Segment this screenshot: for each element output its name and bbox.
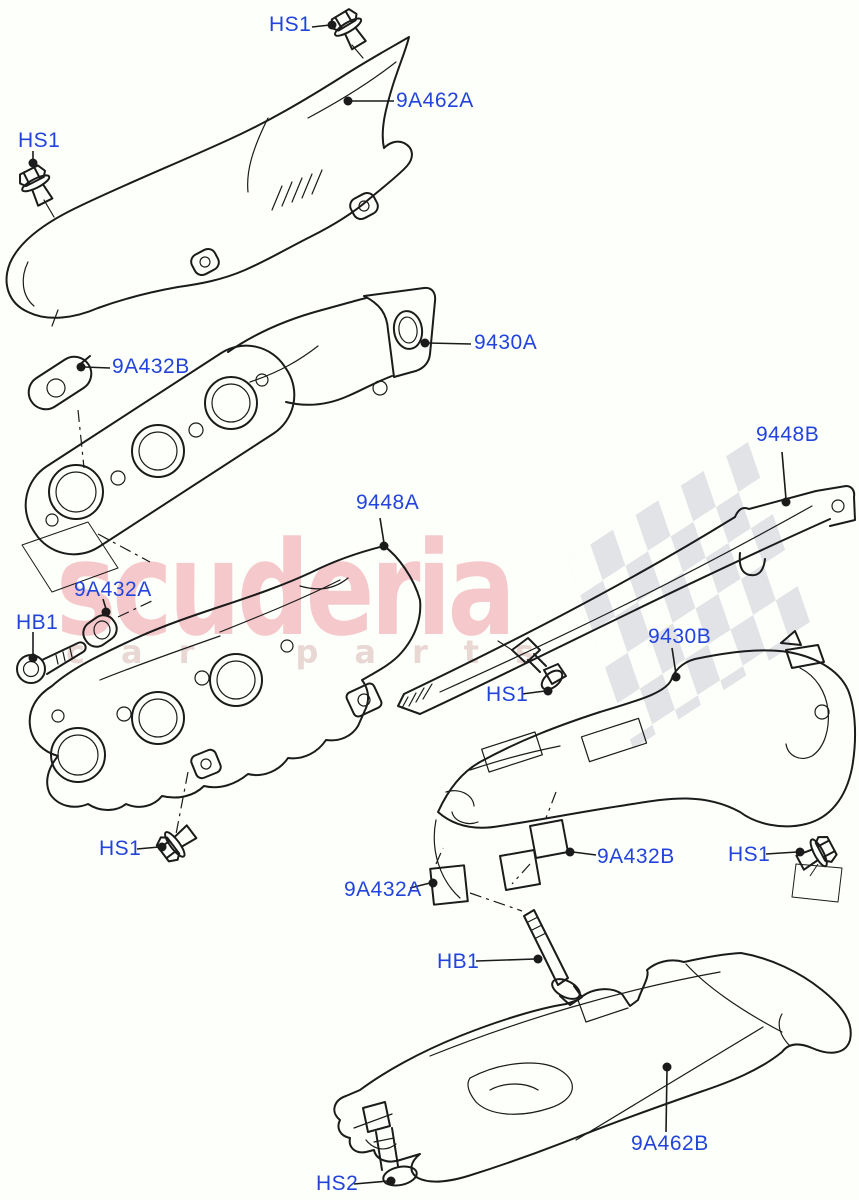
part-label-hs2[interactable]: HS2 [316, 1172, 359, 1195]
stud-hs1-center-drawing[interactable] [497, 637, 567, 693]
part-label-hb1-left[interactable]: HB1 [16, 611, 59, 634]
gasket-9a432b-lower-drawing[interactable] [499, 791, 569, 891]
part-label-hs1-left[interactable]: HS1 [18, 129, 61, 152]
bolt-hs1-left-drawing[interactable] [14, 162, 60, 218]
part-label-hs1-midleft[interactable]: HS1 [99, 837, 142, 860]
bolt-hb1-bottom-drawing[interactable] [523, 909, 583, 1006]
watermark-brand: scuderia [56, 513, 516, 665]
part-label-hs1-right[interactable]: HS1 [728, 843, 771, 866]
bolt-hs1-top-drawing[interactable] [326, 5, 373, 59]
part-label-hb1-bottom[interactable]: HB1 [437, 950, 480, 973]
part-label-9448b[interactable]: 9448B [756, 423, 820, 446]
bolt-hs1-right-drawing[interactable] [791, 831, 843, 903]
manifold-9430a-drawing[interactable] [8, 286, 437, 572]
bolt-hs2-drawing[interactable] [362, 1101, 418, 1188]
part-label-hs1-center[interactable]: HS1 [486, 683, 529, 706]
part-label-9a432b-lower[interactable]: 9A432B [597, 845, 675, 868]
part-label-9448a[interactable]: 9448A [356, 491, 420, 514]
heat-shield-9448a-drawing[interactable] [28, 545, 422, 835]
part-label-9430a[interactable]: 9430A [474, 331, 538, 354]
heat-shield-9a462a-drawing[interactable] [5, 36, 413, 327]
shield-9448b-drawing[interactable] [397, 485, 856, 715]
gasket-9a432b-upper-drawing[interactable] [21, 350, 151, 593]
part-label-hs1-top[interactable]: HS1 [269, 13, 312, 36]
part-label-9a432b-upper[interactable]: 9A432B [112, 355, 190, 378]
part-label-9430b[interactable]: 9430B [648, 625, 712, 648]
part-label-9a432a-bottom[interactable]: 9A432A [344, 878, 422, 901]
manifold-9430b-drawing[interactable] [433, 630, 857, 899]
spacer-9a432a-left-drawing[interactable] [79, 598, 157, 651]
part-label-9a462b[interactable]: 9A462B [631, 1132, 709, 1155]
part-label-9a462a[interactable]: 9A462A [396, 89, 474, 112]
heat-shield-9a462b-drawing[interactable] [333, 952, 852, 1183]
part-label-9a432a-left[interactable]: 9A432A [74, 578, 152, 601]
leader-lines [28, 20, 805, 1186]
gasket-9a432a-bottom-drawing[interactable] [429, 847, 523, 912]
bolt-hb1-left-drawing[interactable] [16, 641, 87, 684]
